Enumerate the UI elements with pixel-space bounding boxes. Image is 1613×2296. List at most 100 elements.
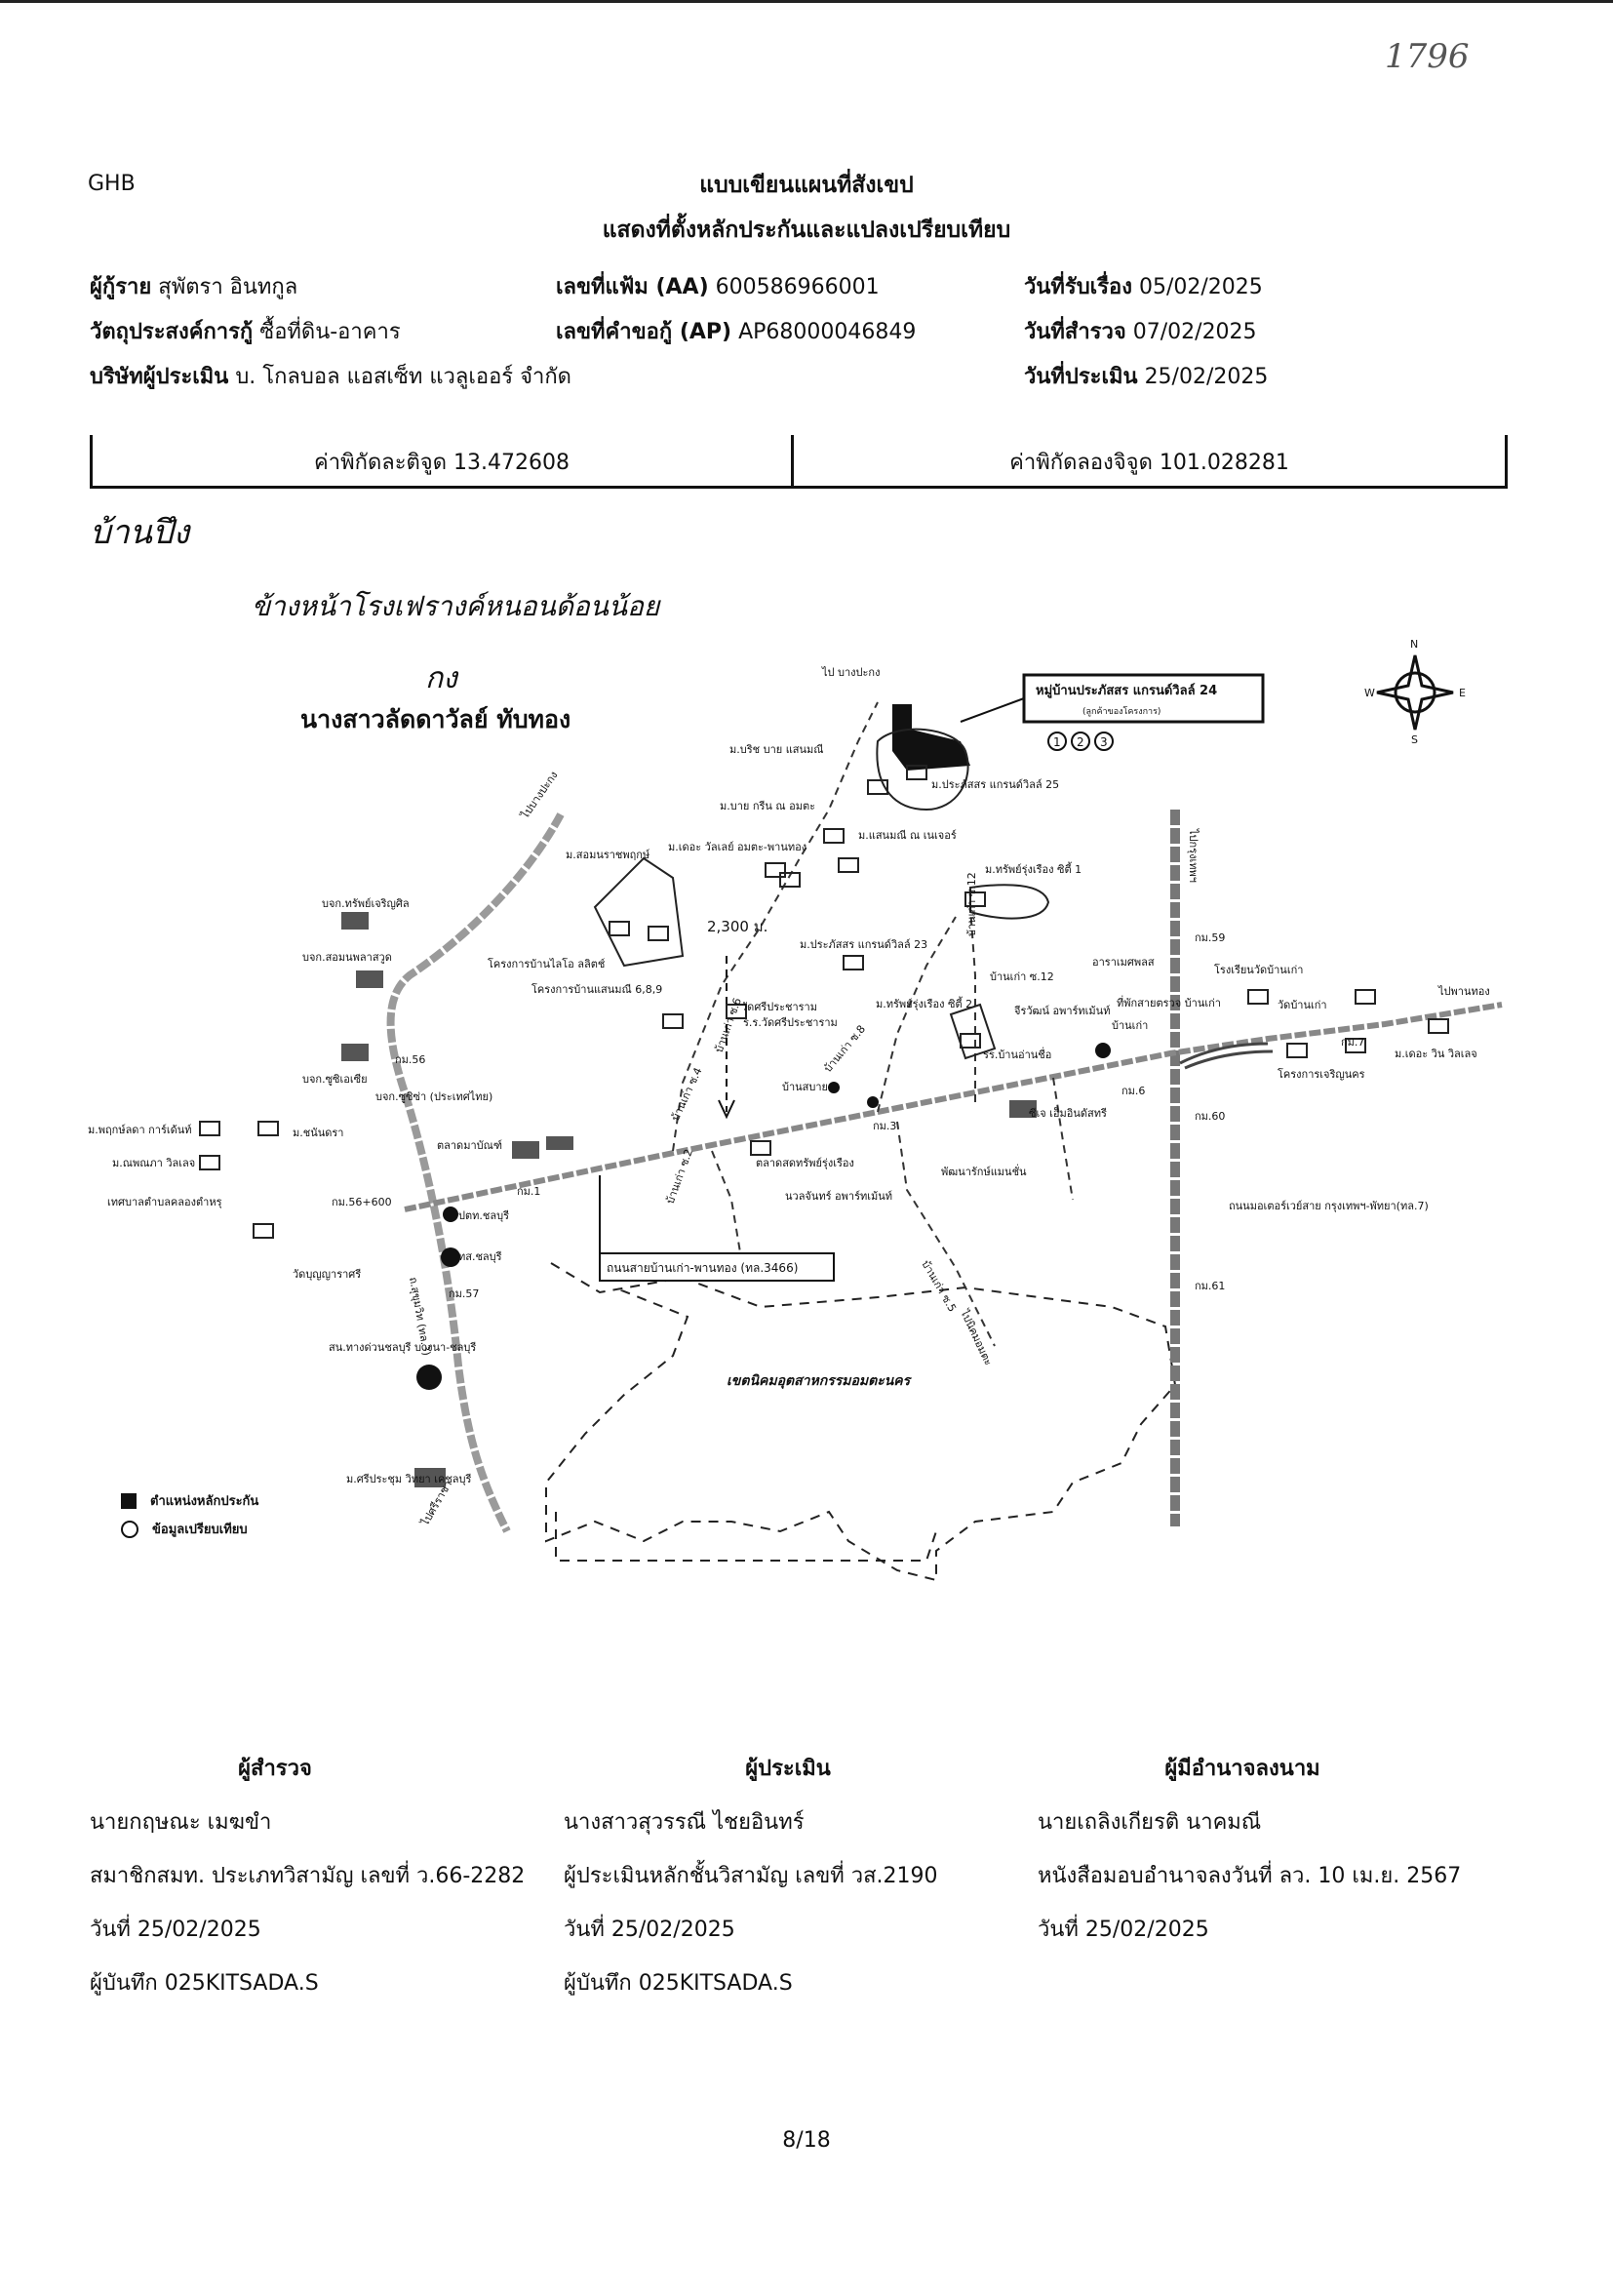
- soi-road-2: [969, 906, 976, 1102]
- label-plaza: ที่พักสายตรวจ บ้านเก่า: [1117, 995, 1221, 1009]
- factory-icon: [341, 1044, 369, 1061]
- label-road-main: ถนนสายบ้านเก่า-พานทอง (ทล.3466): [607, 1261, 798, 1275]
- company-row: บริษัทผู้ประเมิน บ. โกลบอล แอสเซ็ท แวลูเ…: [90, 359, 571, 393]
- project-outline: [593, 856, 685, 968]
- house-icon: [1345, 1038, 1366, 1053]
- label-bankao-house: บ้านเก่า: [1112, 1019, 1148, 1032]
- compass-rose: [1376, 654, 1454, 731]
- label-circ2: 2: [1077, 735, 1084, 749]
- coordinate-divider: [791, 435, 794, 486]
- house-icon: [779, 872, 801, 888]
- label-soi12: บ้านเก่า ซ.12: [990, 970, 1054, 983]
- top-edge: [0, 0, 1613, 3]
- latitude: ค่าพิกัดละติจูด 13.472608: [314, 451, 570, 475]
- legend-circle-icon: [121, 1520, 138, 1538]
- compass-ring: [1394, 671, 1436, 714]
- signer-name: นายกฤษณะ เมฆขำ: [90, 1810, 272, 1835]
- house-icon: [1286, 1043, 1308, 1058]
- collateral-marker: [892, 704, 970, 771]
- label-compass-w: W: [1364, 687, 1375, 699]
- compass-star: [1376, 654, 1454, 731]
- landmark-dot: [443, 1207, 458, 1222]
- coordinate-box: ค่าพิกัดละติจูด 13.472608 ค่าพิกัดลองจิจ…: [90, 435, 1508, 489]
- factory-icon: [414, 1468, 446, 1487]
- signer-detail: ผู้ประเมินหลักชั้นวิสามัญ เลขที่ วส.2190: [564, 1864, 938, 1888]
- landmark-dot: [828, 1082, 840, 1093]
- house-icon: [199, 1121, 220, 1136]
- label-km61: กม.61: [1195, 1280, 1225, 1292]
- label-distance: 2,300 ม.: [707, 918, 767, 935]
- sukhumvit-road: [386, 812, 565, 1533]
- request-value: AP68000046849: [738, 320, 917, 344]
- label-soi8: บ้านเก่า ซ.8: [821, 1023, 868, 1075]
- motorway-ramp: [1179, 1042, 1269, 1065]
- village-road: [672, 701, 879, 1152]
- signer-detail: หนังสือมอบอำนาจลงวันที่ ลว. 10 เม.ย. 256…: [1038, 1864, 1462, 1888]
- village-callout-line: [960, 697, 1025, 723]
- label-m-prapassorn23: ม.ประภัสสร แกรนด์วิลล์ 23: [800, 938, 927, 951]
- house-icon: [199, 1155, 220, 1170]
- house-icon: [765, 862, 786, 878]
- house-icons: [199, 765, 1449, 1239]
- purpose-row: วัตถุประสงค์การกู้ ซื้อที่ดิน-อาคาร: [90, 314, 401, 348]
- label-to-bangpakong: ไป บางปะกง: [821, 666, 880, 679]
- label-m-prapassorn25: ม.ประภัสสร แกรนด์วิลล์ 25: [931, 778, 1059, 791]
- received-label: วันที่รับเรื่อง: [1024, 275, 1132, 299]
- label-jiwat: จีรวัฒน์ อพาร์ทเม้นท์: [1013, 1005, 1110, 1017]
- label-km7: กม.7: [1341, 1036, 1364, 1049]
- house-icon: [867, 779, 888, 795]
- survey-row: วันที่สำรวจ 07/02/2025: [1024, 314, 1257, 348]
- label-m-puek: ม.พฤกษ์ลดา การ์เด้นท์: [88, 1124, 192, 1136]
- borrower-value: สุพัตรา อินทกูล: [158, 275, 298, 299]
- handwritten-note: ข้างหน้าโรงเฟรางค์หนอนด้อนน้อย: [252, 590, 660, 622]
- label-to-bangkok: ไปกรุงเทพฯ: [1187, 828, 1200, 883]
- label-health: รร.บ้านอ่านชื่อ: [983, 1047, 1051, 1061]
- soi-road-1: [877, 916, 957, 1113]
- label-industrial: เขตนิคมอุตสาหกรรมอมตะนคร: [727, 1373, 913, 1389]
- file-row: เลขที่แฟ้ม (AA) 600586966001: [556, 269, 880, 303]
- signer-detail: สมาชิกสมท. ประเภทวิสามัญ เลขที่ ว.66-228…: [90, 1864, 526, 1888]
- label-m-charoen: โครงการเจริญนคร: [1278, 1067, 1365, 1081]
- label-km6: กม.6: [1121, 1085, 1145, 1097]
- legend-comparison-text: ข้อมูลเปรียบเทียบ: [152, 1523, 248, 1537]
- label-compass-e: E: [1459, 687, 1466, 699]
- signer-name: นางสาวสุวรรณี ไชยอินทร์: [564, 1810, 805, 1835]
- village-outline: [876, 728, 969, 812]
- label-m-biz: ม.บริช บาย แสนมณี: [729, 743, 823, 756]
- label-bansabai: บ้านสบาย: [782, 1081, 828, 1093]
- appraisal-label: วันที่ประเมิน: [1024, 365, 1138, 389]
- signer-appraiser: ผู้ประเมิน นางสาวสุวรรณี ไชยอินทร์ ผู้ปร…: [564, 1751, 1032, 1999]
- handwritten-signature: กง: [425, 661, 457, 695]
- soi-road-4: [1052, 1077, 1074, 1201]
- house-icon: [1355, 989, 1376, 1005]
- house-icon: [906, 765, 927, 780]
- house-icon: [1428, 1018, 1449, 1034]
- label-km56: กม.56: [395, 1053, 425, 1066]
- handwritten-place: บ้านปึง: [90, 513, 190, 552]
- label-wat-bankao: วัดบ้านเก่า: [1278, 999, 1327, 1011]
- comparison-circle-1: [1047, 732, 1067, 751]
- label-sriprachum: ม.ศรีประชุม วิทยา เคชลบุรี: [346, 1473, 472, 1485]
- house-icon: [253, 1223, 274, 1239]
- sapthai-outline: [969, 884, 1050, 920]
- survey-label: วันที่สำรวจ: [1024, 320, 1126, 344]
- corner-mark: 1796: [1385, 37, 1470, 76]
- file-label: เลขที่แฟ้ม (AA): [556, 275, 709, 299]
- main-road: [404, 1002, 1503, 1212]
- appraisal-value: 25/02/2025: [1144, 365, 1269, 389]
- signer-role: ผู้มีอำนาจลงนาม: [1164, 1757, 1320, 1781]
- factory-icon: [356, 970, 383, 988]
- house-icon: [257, 1121, 279, 1136]
- label-km60: กม.60: [1195, 1110, 1225, 1123]
- house-icon: [964, 891, 986, 907]
- purpose-label: วัตถุประสงค์การกู้: [90, 320, 254, 344]
- landmark-dot: [416, 1365, 442, 1390]
- village-callout-box: [1022, 673, 1265, 724]
- label-seven: ปตท.ชลบุรี: [458, 1209, 509, 1222]
- factory-icon: [1009, 1100, 1037, 1118]
- house-icon: [726, 1004, 747, 1019]
- signer-recorder: ผู้บันทึก 025KITSADA.S: [90, 1971, 319, 1996]
- label-sapthai2: ม.ทรัพย์รุ่งเรือง ซิตี้ 2: [876, 996, 972, 1010]
- motorway-ramp-2: [1184, 1049, 1274, 1070]
- comparison-circle-3: [1094, 732, 1114, 751]
